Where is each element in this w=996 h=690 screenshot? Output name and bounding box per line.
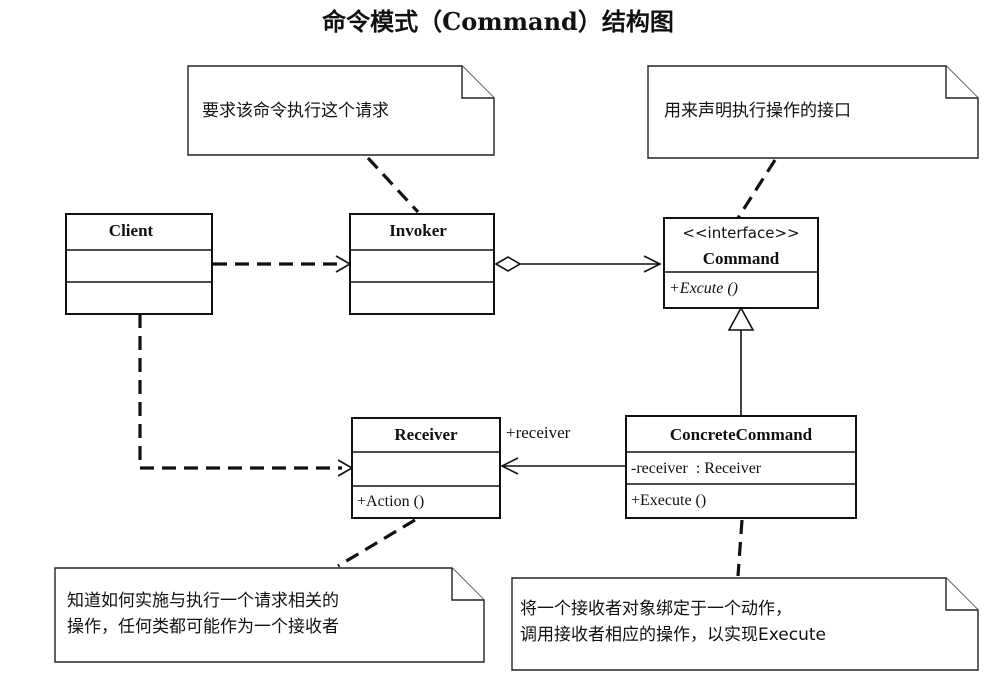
role-receiver-label: +receiver: [506, 423, 571, 442]
class-receiver-name: Receiver: [394, 425, 458, 444]
class-client: Client: [65, 213, 213, 315]
class-concrete-command-attribute: -receiver : Receiver: [631, 460, 762, 477]
dependency-client-receiver: [138, 314, 354, 477]
class-command-name: Command: [703, 249, 780, 268]
class-command-operation: +Excute (): [669, 280, 738, 297]
inheritance-triangle: [727, 306, 755, 331]
anchor-invoker-note: [366, 156, 420, 214]
note-command: 用来声明执行操作的接口: [647, 65, 979, 159]
class-client-name: Client: [109, 221, 154, 240]
note-receiver: 知道如何实施与执行一个请求相关的 操作，任何类都可能作为一个接收者: [54, 567, 485, 663]
class-command: <<interface>> Command +Excute (): [663, 217, 819, 309]
note-command-line-1: 用来声明执行操作的接口: [664, 101, 851, 121]
class-invoker-name: Invoker: [389, 221, 447, 240]
note-invoker: 要求该命令执行这个请求: [187, 65, 495, 156]
diagram-title: 命令模式（Command）结构图: [322, 7, 674, 36]
aggregation-diamond: [494, 256, 522, 272]
anchor-concrete-note: [736, 519, 744, 577]
anchor-command-note: [736, 159, 777, 219]
class-concrete-command-name: ConcreteCommand: [670, 425, 813, 444]
class-concrete-command-operation: +Execute (): [631, 492, 706, 509]
class-receiver-operation: +Action (): [357, 493, 424, 510]
aggregation-invoker-command: [494, 255, 662, 273]
association-concrete-receiver: +receiver: [500, 423, 626, 475]
note-concrete-command: 将一个接收者对象绑定于一个动作， 调用接收者相应的操作，以实现Execute: [511, 577, 979, 671]
anchor-receiver-note: [337, 518, 416, 568]
note-concrete-line-1: 将一个接收者对象绑定于一个动作，: [520, 599, 792, 619]
class-receiver: Receiver +Action (): [351, 417, 501, 519]
class-invoker: Invoker: [349, 213, 495, 315]
dependency-client-invoker: [213, 255, 352, 273]
class-concrete-command: ConcreteCommand -receiver : Receiver +Ex…: [625, 415, 857, 519]
note-receiver-line-2: 操作，任何类都可能作为一个接收者: [67, 617, 339, 637]
note-concrete-line-2: 调用接收者相应的操作，以实现Execute: [520, 625, 826, 645]
note-invoker-line-1: 要求该命令执行这个请求: [202, 101, 389, 121]
realization-concrete-command: [727, 306, 755, 416]
class-command-stereotype: <<interface>>: [682, 224, 799, 242]
note-receiver-line-1: 知道如何实施与执行一个请求相关的: [67, 591, 339, 611]
